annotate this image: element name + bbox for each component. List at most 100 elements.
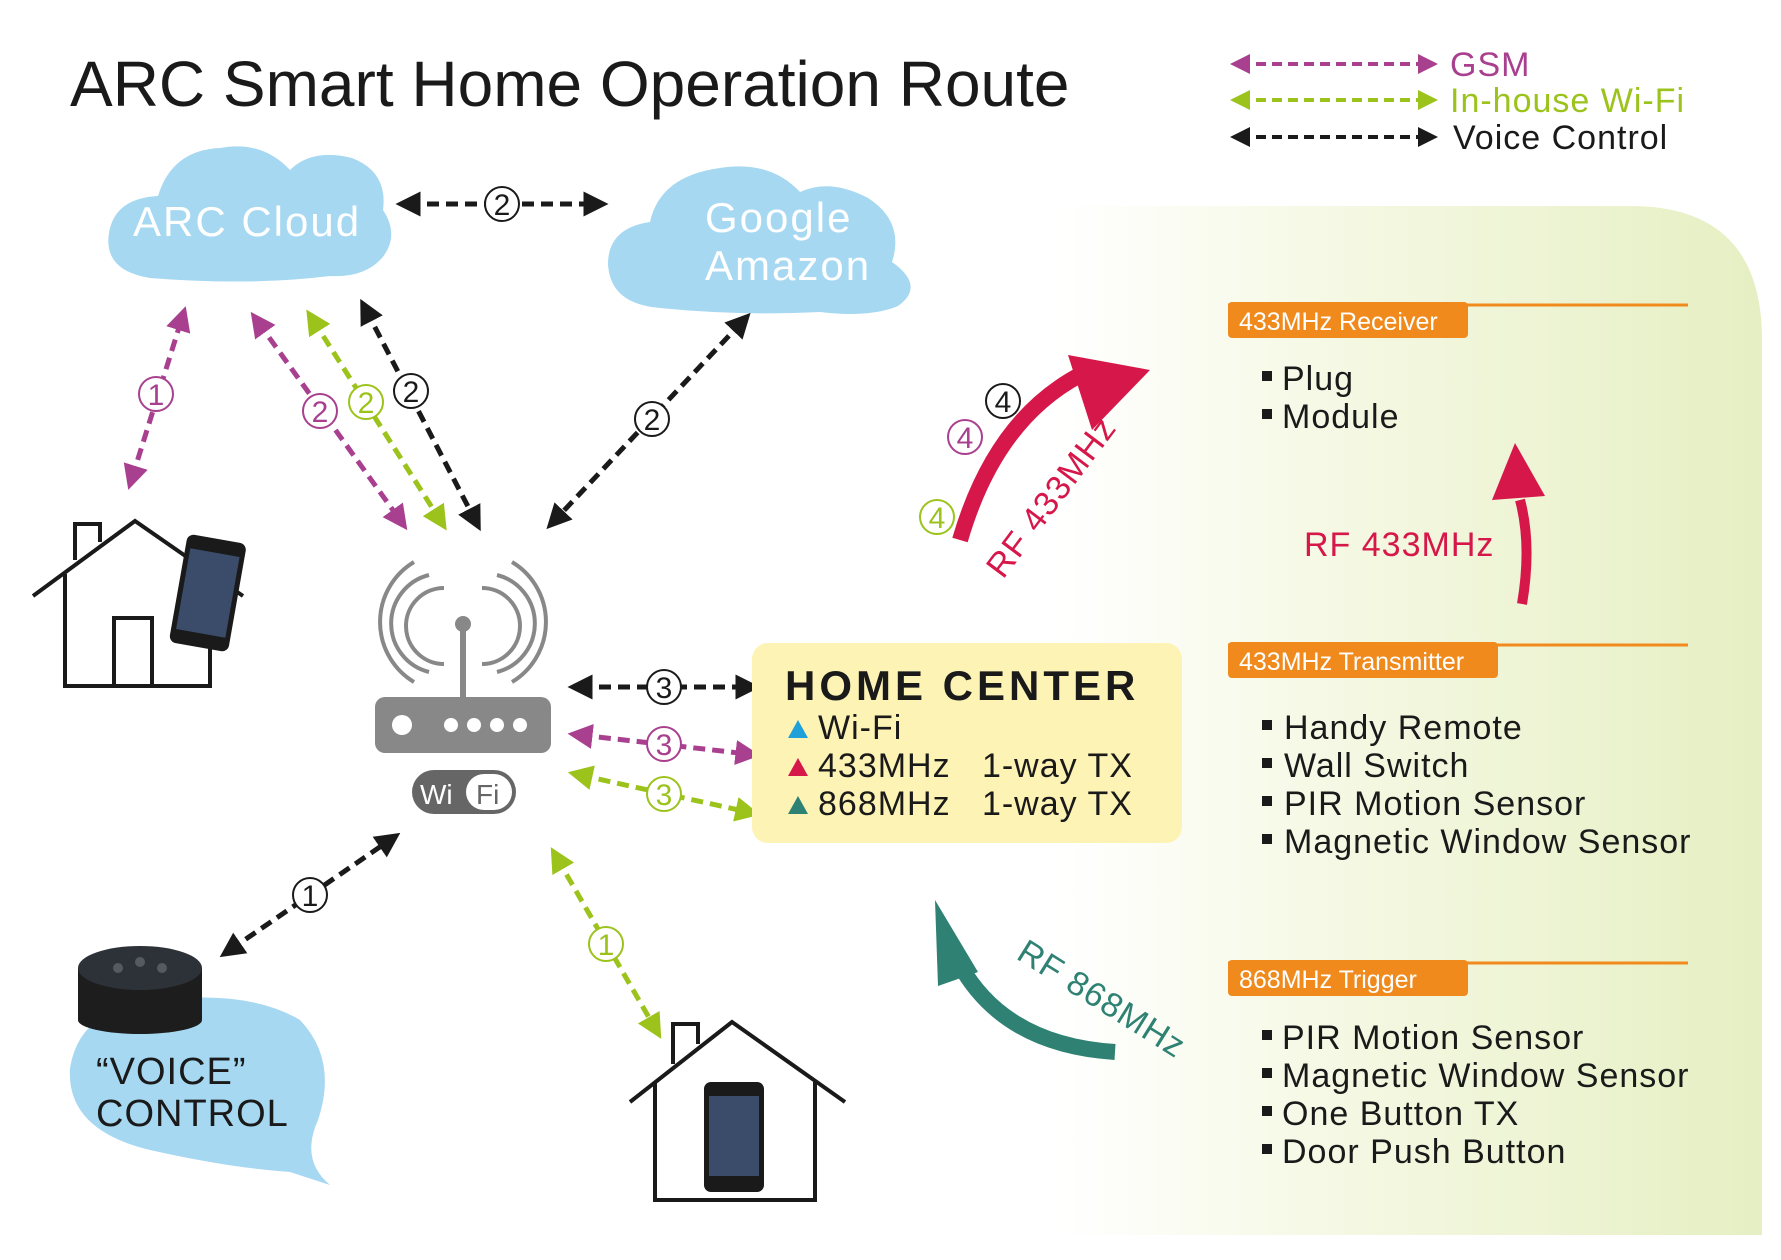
trigger-item: Door Push Button (1282, 1133, 1566, 1171)
rf433-marker-icon (788, 758, 808, 776)
router-port-icon (444, 718, 458, 732)
step-number: 1 (302, 880, 319, 913)
legend-voice-label: Voice Control (1453, 119, 1668, 157)
google-amazon-cloud-icon (608, 166, 911, 314)
step-badge (484, 186, 520, 222)
home-center-title: HOME CENTER (785, 662, 1139, 709)
phone-screen (709, 1096, 759, 1176)
step-number: 4 (995, 386, 1012, 419)
bullet-icon (1262, 1106, 1272, 1116)
arc-cloud-icon (108, 146, 392, 282)
bullet-icon (1262, 834, 1272, 844)
trigger-item: One Button TX (1282, 1095, 1519, 1133)
house-icon (628, 1019, 847, 1202)
rf433-small-head (1492, 443, 1545, 500)
step-badge (947, 419, 983, 455)
step-badge (919, 499, 955, 535)
step-badge (634, 401, 670, 437)
google-label: Google (705, 194, 852, 241)
trigger-tab (1228, 960, 1468, 996)
bullet-icon (1262, 1068, 1272, 1078)
receiver-panel: 433MHz Receiver Plug Module (1228, 302, 1688, 436)
wifi-router: Wi Fi (375, 560, 551, 814)
house-with-phone-top (31, 518, 246, 688)
wifi-logo: Wi Fi (412, 770, 516, 814)
transmitter-item: Handy Remote (1284, 709, 1523, 747)
bullet-icon (1262, 1030, 1272, 1040)
step-number: 3 (656, 729, 673, 762)
rf868-arc-shaft (953, 960, 1116, 1060)
transmitter-item: PIR Motion Sensor (1284, 785, 1586, 823)
rf868-marker-icon (788, 796, 808, 814)
phone-icon (169, 534, 246, 652)
transmitter-item: Wall Switch (1284, 747, 1469, 785)
trigger-panel: 868MHz Trigger PIR Motion Sensor Magneti… (1228, 960, 1689, 1171)
trigger-item: PIR Motion Sensor (1282, 1019, 1584, 1057)
house-icon (31, 518, 245, 688)
step-number: 2 (494, 189, 511, 222)
cloud-link: 2 (395, 186, 609, 222)
rf433-small-shaft (1515, 498, 1532, 605)
signal-waves-icon (378, 560, 548, 684)
transmitter-item: Magnetic Window Sensor (1284, 823, 1692, 861)
voice-assistant: “VOICE” CONTROL (69, 946, 331, 1185)
receiver-item: Plug (1282, 360, 1354, 398)
rf433-small-arrow: RF 433MHz (1304, 443, 1545, 605)
home-center-box: HOME CENTER Wi-Fi 433MHz 1-way TX 868MHz… (752, 643, 1182, 843)
step-number: 2 (358, 387, 375, 420)
home-center-row: 868MHz 1-way TX (818, 785, 1133, 823)
router-body-icon (375, 697, 551, 753)
voice-bubble (69, 997, 331, 1185)
bullet-icon (1262, 720, 1272, 730)
step-badge (646, 726, 682, 762)
wifi-marker-icon (788, 720, 808, 738)
bullet-icon (1262, 409, 1272, 419)
legend-wifi-label: In-house Wi-Fi (1450, 82, 1685, 120)
rf433-small-label: RF 433MHz (1304, 526, 1494, 564)
arc-cloud-label: ARC Cloud (133, 198, 361, 245)
step-number: 1 (598, 929, 615, 962)
transmitter-tab-label: 433MHz Transmitter (1239, 648, 1464, 676)
receiver-tab (1228, 302, 1468, 338)
step-number: 3 (656, 779, 673, 812)
home-center-row: 433MHz 1-way TX (818, 747, 1133, 785)
page-title: ARC Smart Home Operation Route (70, 48, 1070, 120)
step-number: 3 (656, 672, 673, 705)
router-led-icon (392, 715, 412, 735)
smart-speaker-icon (78, 946, 202, 1034)
arc-cloud: ARC Cloud (108, 146, 392, 282)
router-port-icon (490, 718, 504, 732)
step-badge (348, 384, 384, 420)
step-badge (138, 376, 174, 412)
rf433-arc-shaft (952, 367, 1084, 543)
google-amazon-cloud: Google Amazon (608, 166, 911, 314)
rf433-arc-head (1068, 355, 1150, 430)
bullet-icon (1262, 758, 1272, 768)
amazon-label: Amazon (705, 242, 871, 289)
antenna-tip-icon (455, 616, 471, 632)
transmitter-tab (1228, 642, 1498, 678)
router-port-icon (513, 718, 527, 732)
trigger-tab-label: 868MHz Trigger (1239, 966, 1417, 994)
rf868-arc-head (935, 900, 978, 986)
receiver-item: Module (1282, 398, 1400, 436)
step-badge (588, 926, 624, 962)
voice-cloud-to-router-arrow (360, 298, 481, 532)
bullet-icon (1262, 1144, 1272, 1154)
step-number: 1 (148, 379, 165, 412)
voice-label-line1: “VOICE” (96, 1051, 247, 1093)
step-badge (985, 383, 1021, 419)
step-number: 2 (403, 376, 420, 409)
step-badge (646, 776, 682, 812)
wifi-logo-right: Fi (476, 779, 499, 810)
receiver-tab-label: 433MHz Receiver (1239, 308, 1438, 336)
home-center-row: Wi-Fi (818, 709, 902, 747)
home-center-background (752, 643, 1182, 843)
step-badge (292, 877, 328, 913)
router-port-icon (467, 718, 481, 732)
house-with-phone-bottom (628, 1019, 847, 1202)
step-number: 4 (957, 422, 974, 455)
bullet-icon (1262, 796, 1272, 806)
step-number: 4 (929, 502, 946, 535)
